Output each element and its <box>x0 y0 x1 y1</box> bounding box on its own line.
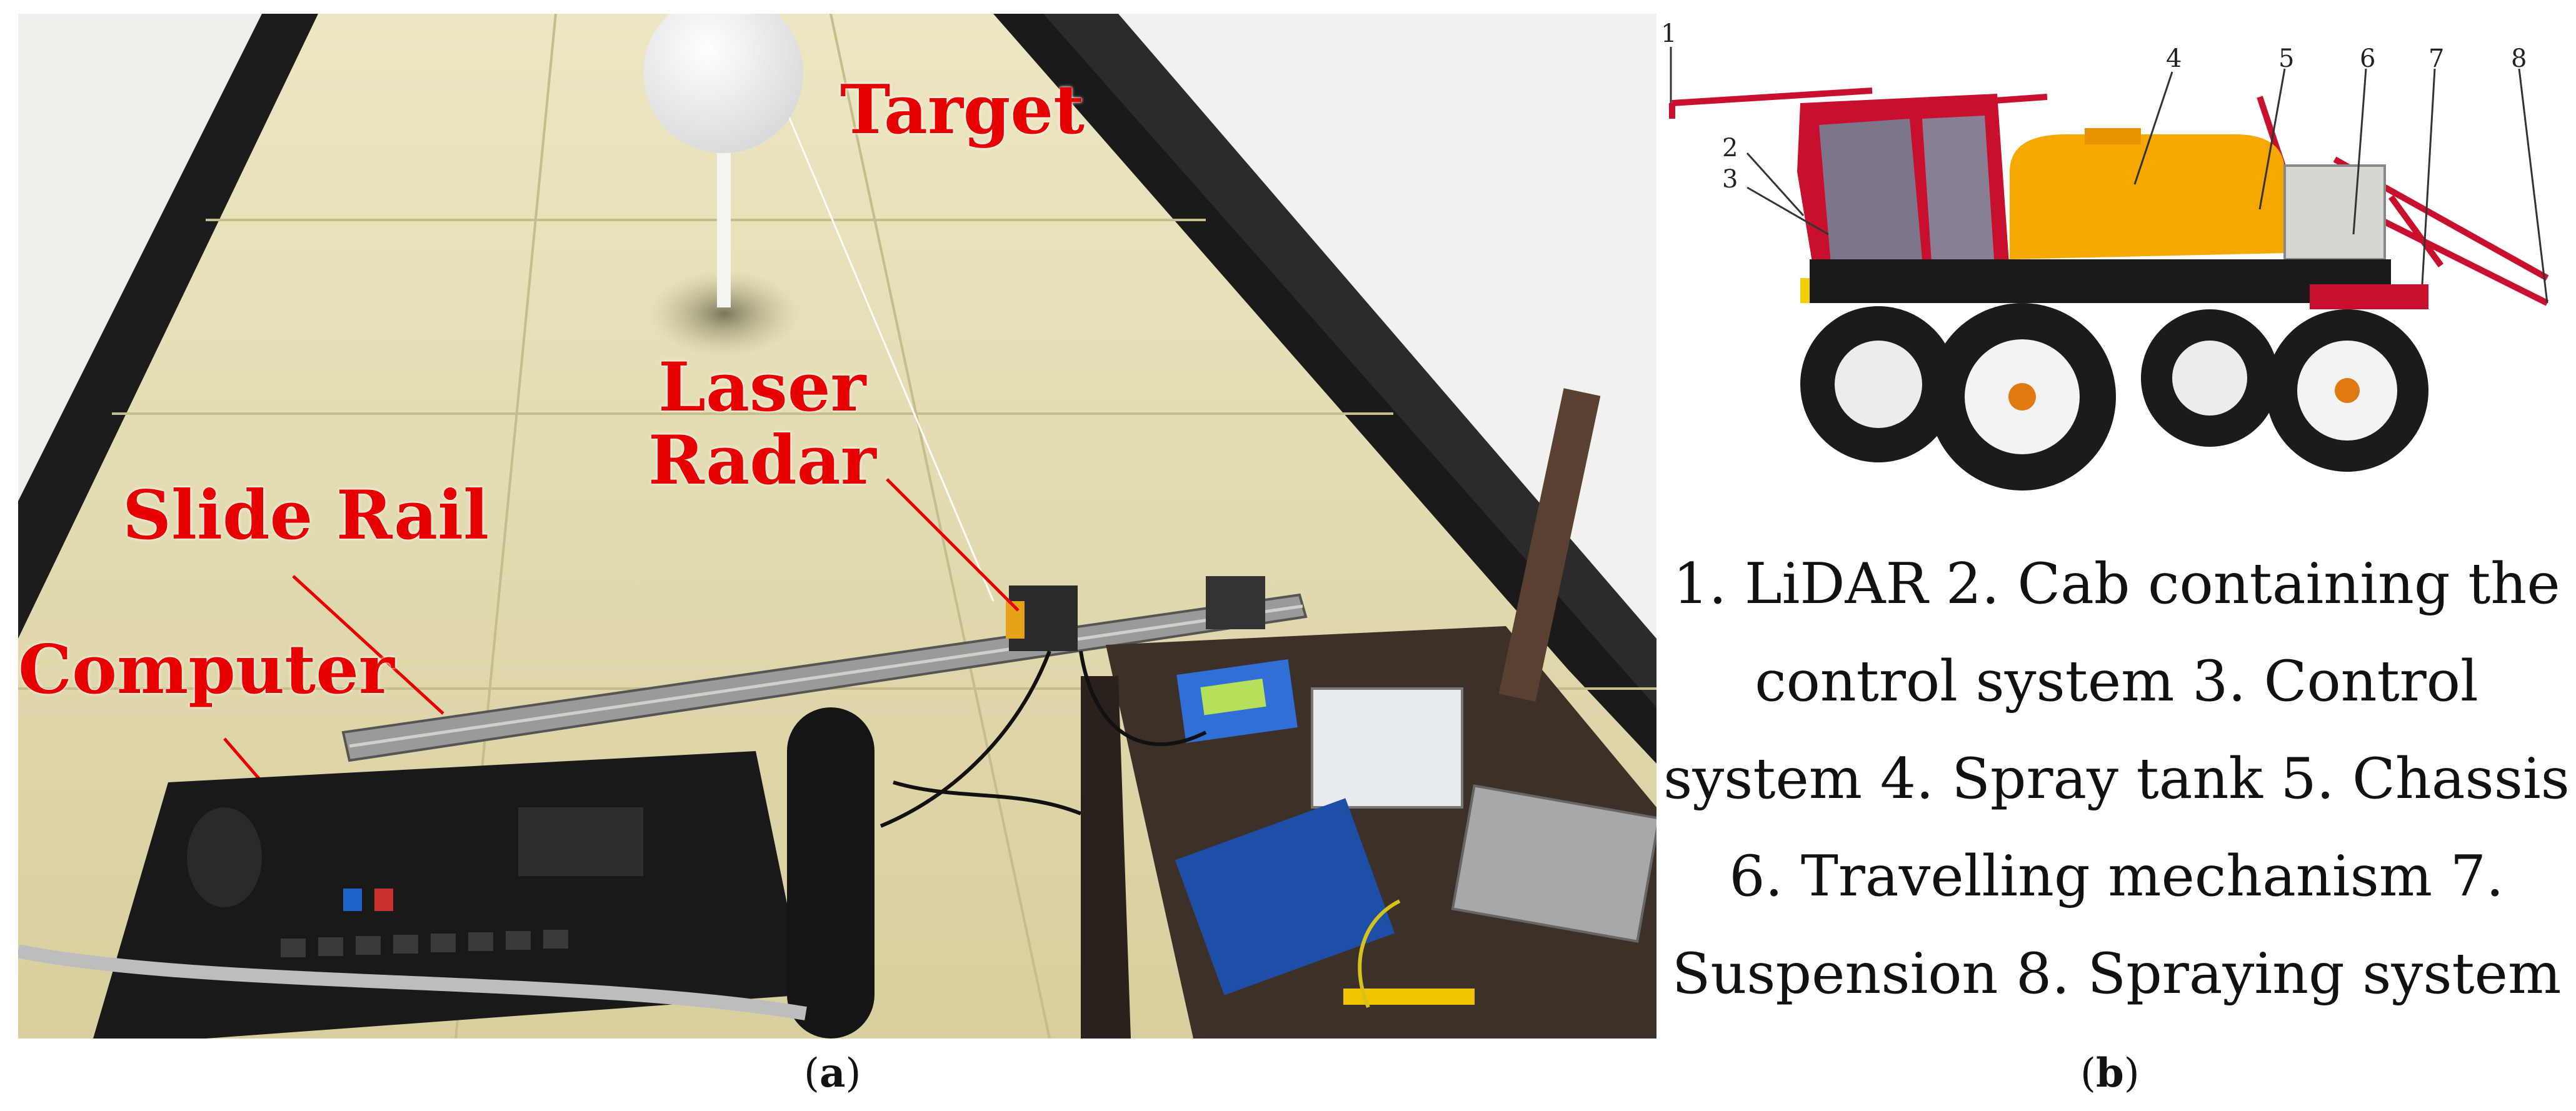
chassis <box>1810 259 2391 303</box>
caption-a: (a) <box>804 1050 861 1097</box>
tank-lid <box>2085 128 2141 144</box>
leader-lines <box>1670 47 2548 304</box>
rear-frame <box>2310 284 2428 309</box>
cab-glass-side <box>1922 116 1994 262</box>
sprayer-illustration: 1 2 3 4 5 6 7 8 <box>1661 19 2549 491</box>
caption-b: (b) <box>2080 1050 2140 1097</box>
controller-board <box>1175 798 1395 995</box>
callout-1: 1 <box>1661 19 1676 48</box>
chair-frame <box>18 944 807 1020</box>
cab-glass <box>1819 119 1922 272</box>
rail-motor <box>1206 576 1265 629</box>
wheels <box>1800 303 2428 491</box>
callout-5: 5 <box>2278 44 2294 73</box>
sprayer-panel: 1 2 3 4 5 6 7 8 1. LiDAR 2. Cab containi… <box>1660 9 2576 1047</box>
callout-2: 2 <box>1722 134 1738 162</box>
target-ball <box>643 14 803 153</box>
target-shadow <box>649 270 799 357</box>
caption-a-close: ) <box>845 1050 861 1097</box>
table-leg <box>1081 676 1131 1039</box>
spray-tank <box>2010 134 2285 259</box>
yellow-wire <box>1358 899 1401 1009</box>
rail-highlight <box>349 604 1303 748</box>
wires <box>880 650 1207 828</box>
caption-b-open: ( <box>2080 1050 2096 1097</box>
caption-b-letter: b <box>2095 1050 2124 1097</box>
string-line <box>773 82 995 602</box>
chair-armrest <box>787 707 875 1039</box>
callout-4: 4 <box>2166 44 2182 73</box>
label-laser-radar: Laser Radar <box>648 348 876 500</box>
left-baseboard <box>18 14 318 639</box>
experiment-photo: Target Laser Radar Slide Rail Computer <box>18 14 1656 1039</box>
callout-6: 6 <box>2360 44 2375 73</box>
blue-module-screen <box>1200 679 1266 715</box>
caption-b-close: ) <box>2123 1050 2140 1097</box>
caption-a-open: ( <box>804 1050 819 1097</box>
right-baseboard-inner <box>1043 14 1656 707</box>
label-target: Target <box>840 71 1085 149</box>
callout-8: 8 <box>2511 44 2527 73</box>
breadboard <box>1311 687 1463 809</box>
label-computer: Computer <box>18 630 394 709</box>
mouse <box>187 807 262 907</box>
component-legend: 1. LiDAR 2. Cab containing the control s… <box>1663 551 2570 1007</box>
caption-a-letter: a <box>819 1050 846 1097</box>
laptop-sticker-blue <box>343 889 362 911</box>
laptop-screen-window <box>518 807 643 876</box>
experiment-scene <box>18 14 1656 1039</box>
laptop-sticker-red <box>374 889 393 911</box>
power-supply <box>1451 784 1656 943</box>
target-pole <box>717 139 731 307</box>
control-box <box>2283 164 2386 261</box>
callout-7: 7 <box>2428 44 2444 73</box>
callout-3: 3 <box>1722 165 1738 194</box>
chair-back <box>1498 388 1601 702</box>
right-baseboard <box>993 14 1656 764</box>
laptop-keys <box>281 930 568 957</box>
label-slide-rail: Slide Rail <box>123 476 489 555</box>
